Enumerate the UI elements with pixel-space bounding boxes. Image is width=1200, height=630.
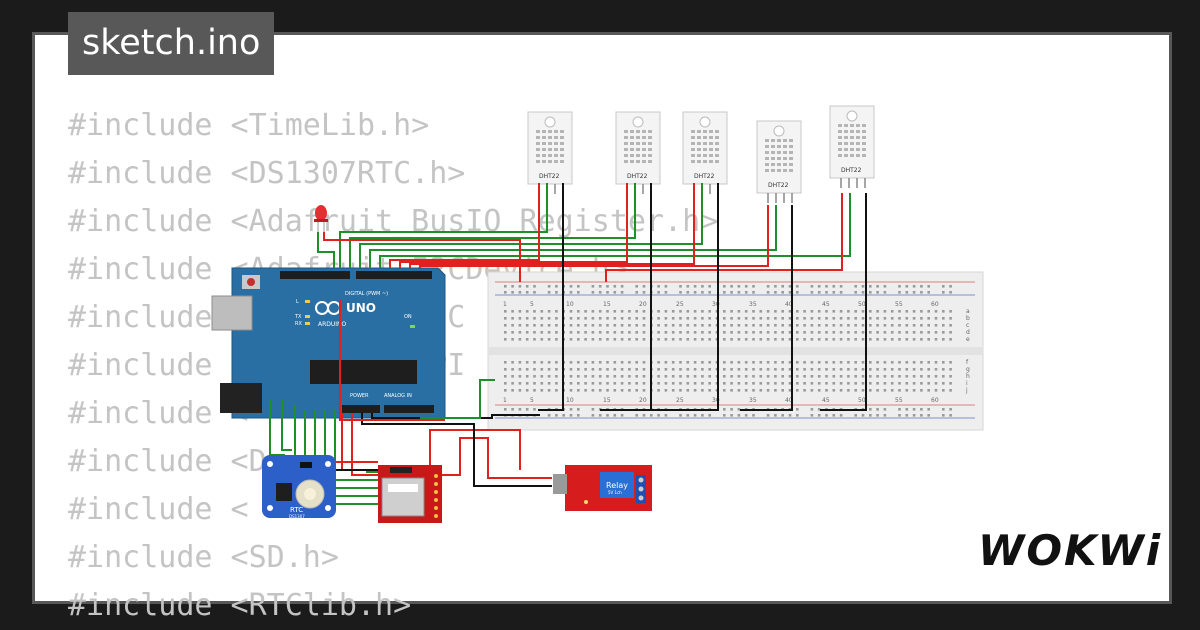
dht22-label: DHT22 — [841, 167, 862, 174]
column-number: 20 — [639, 397, 647, 404]
l-label: L — [296, 299, 299, 305]
row-letter: b — [966, 315, 970, 322]
column-number: 35 — [749, 397, 757, 404]
code-line: #include <TimeLib.h> — [68, 108, 430, 143]
row-letter: i — [966, 380, 968, 387]
arduino-brand: ARDUINO — [318, 321, 347, 328]
dht22-sensor[interactable]: DHT22 — [756, 120, 802, 203]
code-line: #include < — [68, 492, 249, 527]
column-number: 35 — [749, 301, 757, 308]
column-number: 40 — [785, 301, 793, 308]
code-line: #include <SD.h> — [68, 540, 339, 575]
sd-card-module[interactable] — [378, 465, 442, 523]
column-number: 1 — [503, 397, 507, 404]
column-number: 5 — [530, 397, 534, 404]
column-number: 10 — [566, 301, 574, 308]
column-number: 50 — [858, 301, 866, 308]
column-number: 15 — [603, 301, 611, 308]
code-line: #include <D — [68, 444, 267, 479]
dht22-sensor[interactable]: DHT22 — [682, 111, 728, 194]
power-jack — [220, 383, 262, 413]
breadboard[interactable]: 1 5 10 15 20 25 30 35 40 45 50 55 60 1 5… — [487, 271, 984, 431]
rtc-label: RTC — [290, 506, 303, 514]
rx-label: RX — [295, 321, 302, 327]
reset-button[interactable] — [247, 278, 255, 286]
column-number: 55 — [895, 397, 903, 404]
breadboard-column-numbers: 1 5 10 15 20 25 30 35 40 45 50 55 60 1 5… — [503, 301, 939, 404]
column-number: 30 — [712, 397, 720, 404]
code-line: #include < — [68, 396, 249, 431]
arduino-logo-text: UNO — [346, 301, 376, 315]
arduino-uno-board[interactable]: UNO ARDUINO DIGITAL (PWM ~) POWER ANALOG… — [211, 267, 446, 419]
rtc-chip-label: DS1307 — [289, 514, 305, 519]
dht22-label: DHT22 — [694, 173, 715, 180]
wires — [269, 183, 867, 505]
usb-port — [211, 295, 253, 331]
column-number: 60 — [931, 301, 939, 308]
row-letter: g — [966, 366, 970, 373]
column-number: 20 — [639, 301, 647, 308]
breadboard-row-letters: a b c d e f g h i j — [965, 308, 970, 394]
row-letter: a — [966, 308, 970, 315]
relay-module[interactable]: Relay 5V 1ch — [553, 465, 652, 511]
column-number: 25 — [676, 397, 684, 404]
row-letter: d — [966, 329, 970, 336]
row-letter: h — [966, 373, 970, 380]
wokwi-logo: WOKWi — [978, 526, 1163, 575]
rtc-module[interactable]: RTC DS1307 — [262, 455, 336, 519]
red-led[interactable] — [314, 205, 328, 232]
microcontroller-chip — [310, 360, 417, 384]
column-number: 45 — [822, 301, 830, 308]
column-number: 50 — [858, 397, 866, 404]
column-number: 60 — [931, 397, 939, 404]
row-letter: j — [965, 387, 968, 394]
column-number: 1 — [503, 301, 507, 308]
dht22-sensor[interactable]: DHT22 — [615, 111, 661, 194]
relay-label: Relay — [606, 481, 628, 490]
filename-tab[interactable]: sketch.ino — [68, 12, 275, 75]
row-letter: c — [966, 322, 969, 329]
column-number: 10 — [566, 397, 574, 404]
code-line: #include <RTClib.h> — [68, 588, 412, 623]
row-letter: e — [966, 336, 970, 343]
dht22-sensor[interactable]: DHT22 — [829, 105, 875, 188]
relay-sublabel: 5V 1ch — [608, 490, 622, 495]
on-label: ON — [404, 314, 412, 320]
column-number: 40 — [785, 397, 793, 404]
digital-label: DIGITAL (PWM ~) — [345, 291, 388, 297]
column-number: 25 — [676, 301, 684, 308]
dht22-label: DHT22 — [627, 173, 648, 180]
analog-label: ANALOG IN — [384, 393, 412, 399]
column-number: 30 — [712, 301, 720, 308]
row-letter: f — [966, 359, 969, 366]
code-line: #include <Adafruit_BusIO_Register.h> — [68, 204, 719, 239]
dht22-label: DHT22 — [768, 182, 789, 189]
power-label: POWER — [350, 393, 369, 399]
column-number: 45 — [822, 397, 830, 404]
column-number: 15 — [603, 397, 611, 404]
code-line: #include <DS1307RTC.h> — [68, 156, 466, 191]
dht22-label: DHT22 — [539, 173, 560, 180]
column-number: 5 — [530, 301, 534, 308]
dht22-sensor[interactable]: DHT22 — [527, 111, 573, 194]
tx-label: TX — [294, 314, 302, 320]
column-number: 55 — [895, 301, 903, 308]
